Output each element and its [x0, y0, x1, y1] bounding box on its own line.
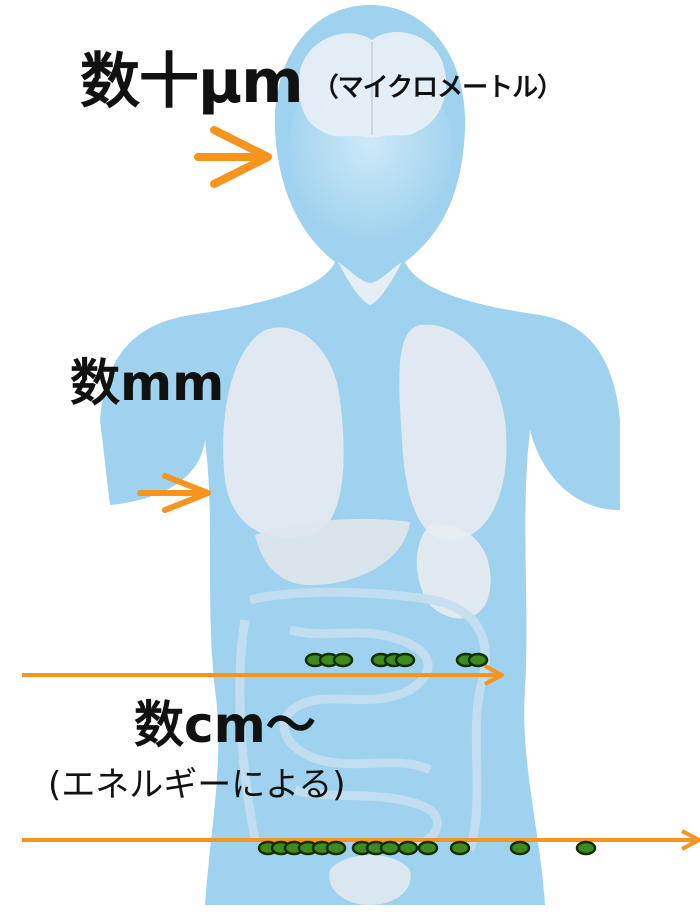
- energy-note: (エネルギーによる): [48, 768, 346, 802]
- left-lung: [223, 327, 344, 537]
- range-label-micrometers-unit: （マイクロメートル）: [313, 73, 562, 103]
- particles-lower: [259, 842, 595, 854]
- range-label-micrometers: 数十μm（マイクロメートル）: [80, 52, 562, 112]
- range-label-micrometers-main: 数十μm: [80, 47, 303, 117]
- range-label-millimeters: 数mm: [70, 358, 224, 408]
- particles-upper: [306, 654, 487, 666]
- range-label-centimeters: 数cm～: [134, 700, 316, 750]
- alpha-arrow: [198, 130, 268, 184]
